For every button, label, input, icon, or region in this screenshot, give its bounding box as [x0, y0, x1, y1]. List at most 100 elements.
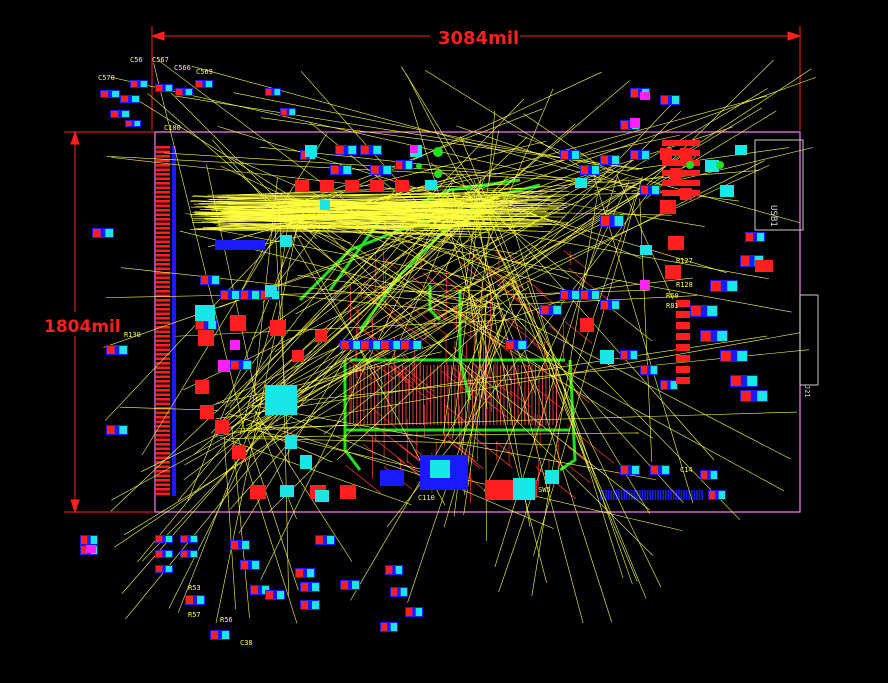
- component-pad: [401, 341, 409, 349]
- component-pad: [289, 109, 295, 115]
- bottom-pad: [705, 160, 719, 172]
- component-pad: [413, 341, 421, 349]
- connector-pad: [156, 294, 170, 298]
- component-body: [120, 95, 140, 103]
- marker-pad: [86, 545, 96, 553]
- smd-pad: [395, 180, 409, 192]
- component-body: [315, 535, 335, 545]
- connector-pad: [156, 321, 170, 325]
- component-body: [155, 84, 173, 92]
- height-dimension: [64, 130, 155, 514]
- connector-pin: [652, 490, 654, 500]
- connector-pad: [156, 155, 170, 158]
- component-pad: [612, 156, 619, 164]
- component-pad: [156, 85, 163, 91]
- connector-pin: [610, 490, 612, 500]
- component-body: [620, 350, 638, 360]
- label-r130: R130: [124, 331, 141, 339]
- component-pad: [731, 376, 741, 386]
- connector-pad: [156, 420, 170, 424]
- component-pad: [661, 96, 668, 104]
- component-pad: [391, 588, 398, 596]
- component-pad: [718, 491, 725, 499]
- connector-pin: [688, 490, 690, 500]
- smd-pad: [198, 330, 214, 346]
- component-body: [335, 145, 357, 155]
- component-pad: [251, 586, 258, 594]
- connector-pad: [156, 150, 170, 154]
- label-c38: C38: [240, 639, 253, 647]
- smd-pad: [232, 445, 246, 459]
- label-c570: C570: [98, 74, 115, 82]
- component-body: [300, 600, 320, 610]
- component-pad: [208, 321, 216, 329]
- connector-pad: [156, 362, 170, 365]
- label-r81: R81: [666, 302, 679, 310]
- connector-pad: [156, 168, 170, 172]
- label-r60: R60: [666, 292, 679, 300]
- connector-pad: [156, 276, 170, 280]
- component-pad: [186, 596, 193, 604]
- component-pad: [709, 491, 716, 499]
- component-body: [380, 340, 402, 350]
- connector-pad: [156, 263, 170, 266]
- connector-pad: [156, 474, 170, 478]
- connector-pin: [659, 490, 662, 500]
- connector-pad: [156, 204, 170, 208]
- connector-pad: [156, 348, 170, 352]
- bottom-pad: [640, 245, 652, 255]
- smd-pad: [668, 236, 684, 250]
- resistor-array: [662, 180, 700, 186]
- bottom-pad: [300, 455, 312, 469]
- component-pad: [231, 361, 239, 369]
- component-pad: [621, 121, 628, 129]
- bottom-pad: [513, 478, 535, 500]
- smd-pad: [345, 180, 359, 192]
- component-body: [200, 275, 220, 285]
- label-r128: R128: [676, 281, 693, 289]
- connector-pad: [156, 402, 170, 406]
- connector-pad: [156, 177, 170, 181]
- connector-pin: [631, 490, 633, 500]
- component-pad: [232, 291, 239, 299]
- height-dimension-label: 1804mil: [44, 317, 121, 337]
- component-pad: [156, 566, 163, 572]
- component-pad: [383, 166, 391, 174]
- component-body: [540, 305, 562, 315]
- component-pad: [156, 536, 163, 542]
- component-body: [155, 535, 173, 543]
- label-r127: R127: [676, 257, 693, 265]
- connector-pin: [626, 490, 628, 500]
- connector-pad: [156, 492, 170, 496]
- component-pad: [126, 121, 132, 126]
- connector-pin: [701, 490, 703, 500]
- component-body: [106, 345, 128, 355]
- component-pad: [301, 583, 308, 591]
- connector-pad: [156, 272, 170, 275]
- component-pad: [746, 233, 753, 241]
- component-body: [580, 290, 600, 300]
- ic-body: [380, 470, 404, 486]
- component-body: [240, 290, 260, 300]
- connector-pad: [156, 384, 170, 388]
- component-body: [80, 535, 98, 545]
- component-pad: [652, 186, 659, 194]
- component-pad: [506, 341, 514, 349]
- connector-pin: [672, 490, 675, 500]
- connector-pad: [156, 164, 170, 167]
- smd-pad: [292, 350, 304, 362]
- component-pad: [381, 623, 388, 631]
- component-pad: [701, 331, 711, 341]
- bottom-pad: [285, 435, 297, 449]
- connector-pin: [680, 490, 683, 500]
- component-pad: [281, 109, 287, 115]
- marker-pad: [640, 92, 650, 100]
- connector-pad: [156, 357, 170, 361]
- connector-pad: [156, 344, 170, 347]
- component-pad: [241, 291, 248, 299]
- component-body: [560, 290, 580, 300]
- component-pad: [361, 146, 369, 154]
- component-pad: [301, 151, 307, 159]
- component-body: [185, 595, 205, 605]
